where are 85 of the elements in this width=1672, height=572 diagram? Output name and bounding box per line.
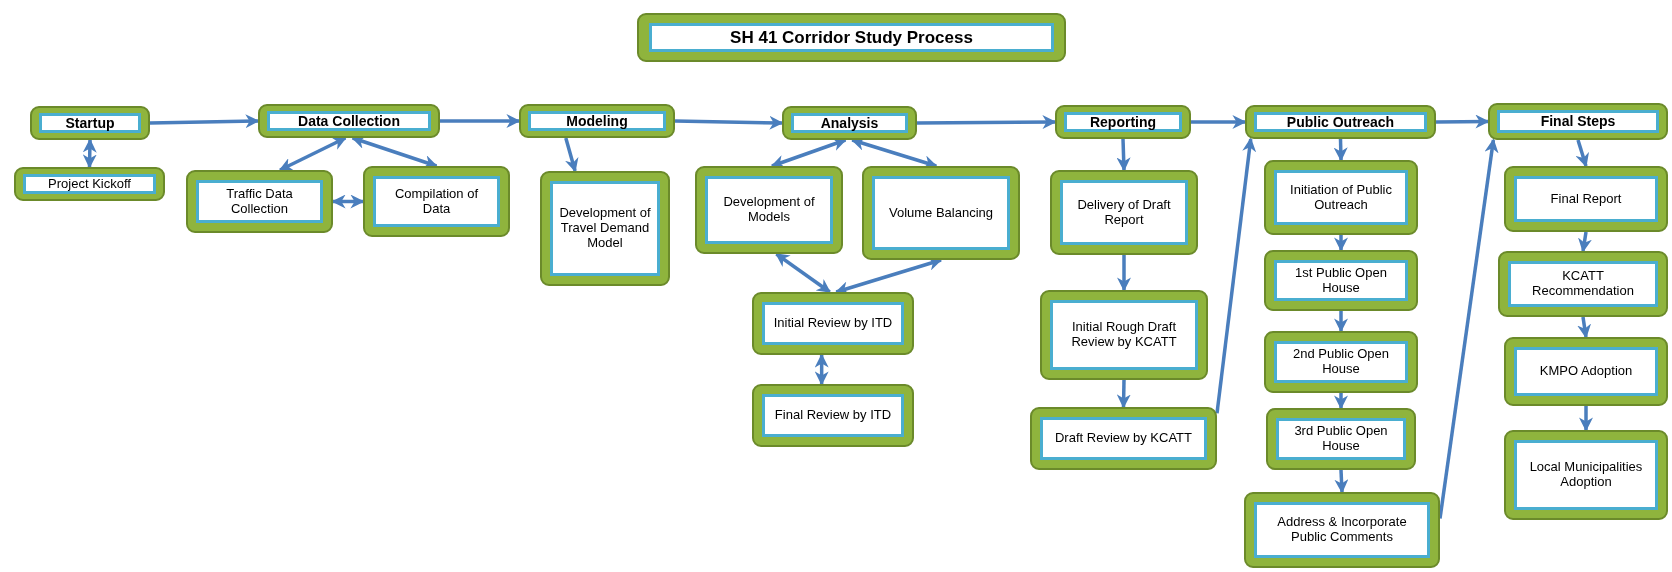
process-box [1244, 492, 1440, 568]
step-label: Volume Balancing [872, 176, 1010, 250]
step-label: Traffic Data Collection [196, 180, 323, 223]
arrow [440, 114, 521, 128]
stage-box [519, 104, 675, 138]
arrow [775, 252, 831, 294]
arrow [1333, 138, 1348, 162]
arrow [1116, 379, 1131, 409]
step-label: Compilation of Data [373, 176, 500, 227]
stage-label: Public Outreach [1254, 112, 1427, 132]
step-label: Initial Rough Draft Review by KCATT [1050, 300, 1198, 370]
stage-box [1245, 105, 1436, 139]
arrow [82, 138, 97, 169]
stage-label: Final Steps [1497, 110, 1659, 133]
arrow [917, 115, 1057, 130]
stage-box [1488, 103, 1668, 140]
step-label: Final Review by ITD [762, 394, 904, 437]
arrow [1438, 138, 1499, 519]
arrow [331, 194, 365, 209]
stage-label: Reporting [1064, 112, 1182, 132]
process-box [695, 166, 843, 254]
step-label: 2nd Public Open House [1274, 341, 1408, 383]
stage-box [30, 106, 150, 140]
stage-box [1055, 105, 1191, 139]
step-label: 1st Public Open House [1274, 260, 1408, 301]
step-label: Address & Incorporate Public Comments [1254, 502, 1430, 558]
process-box [363, 166, 510, 237]
step-label: Delivery of Draft Report [1060, 180, 1188, 245]
step-label: Project Kickoff [23, 174, 156, 194]
arrow [1334, 469, 1349, 494]
step-label: Local Municipalities Adoption [1514, 440, 1658, 510]
process-box [1264, 331, 1418, 393]
stage-box [782, 106, 917, 140]
stage-label: Data Collection [267, 111, 431, 131]
step-label: Draft Review by KCATT [1040, 417, 1207, 460]
step-label: Final Report [1514, 176, 1658, 222]
process-box [862, 166, 1020, 260]
arrow [1334, 235, 1348, 252]
stage-label: Modeling [528, 111, 666, 131]
step-label: KCATT Recommendation [1508, 261, 1658, 307]
arrow [278, 136, 347, 172]
process-box [186, 170, 333, 233]
arrow [1575, 139, 1589, 168]
process-box [1030, 407, 1217, 470]
title: SH 41 Corridor Study Process [649, 23, 1054, 52]
process-box [1264, 160, 1418, 235]
arrow [770, 137, 847, 169]
process-box [752, 292, 914, 355]
process-box [14, 167, 165, 201]
arrow [1116, 138, 1131, 172]
step-label: 3rd Public Open House [1276, 418, 1406, 460]
arrow [1578, 231, 1592, 253]
process-box [1504, 430, 1668, 520]
arrow [814, 353, 829, 386]
arrow [1191, 115, 1247, 129]
arrow [149, 114, 260, 129]
process-box [1264, 250, 1418, 311]
arrow [1117, 255, 1131, 292]
arrow [834, 257, 943, 295]
arrow [351, 135, 438, 169]
stage-box [258, 104, 440, 138]
step-label: KMPO Adoption [1514, 347, 1658, 396]
process-box [1050, 170, 1198, 255]
process-box [1266, 408, 1416, 470]
process-box [1040, 290, 1208, 380]
arrow [1579, 406, 1593, 432]
step-label: Development of Models [705, 176, 833, 244]
stage-label: Startup [39, 113, 141, 133]
arrow [1334, 393, 1348, 410]
stage-label: Analysis [791, 113, 908, 133]
process-box [752, 384, 914, 447]
step-label: Initial Review by ITD [762, 302, 904, 345]
arrow [1334, 311, 1348, 333]
arrow [850, 137, 938, 169]
arrow [1436, 114, 1490, 129]
process-box [1504, 337, 1668, 406]
step-label: Development of Travel Demand Model [550, 181, 660, 276]
arrow [564, 137, 579, 173]
arrow [1577, 316, 1592, 339]
arrow [1215, 137, 1257, 414]
process-box [1498, 251, 1668, 317]
step-label: Initiation of Public Outreach [1274, 170, 1408, 225]
arrow [674, 115, 784, 130]
process-box [540, 171, 670, 286]
process-box [1504, 166, 1668, 232]
